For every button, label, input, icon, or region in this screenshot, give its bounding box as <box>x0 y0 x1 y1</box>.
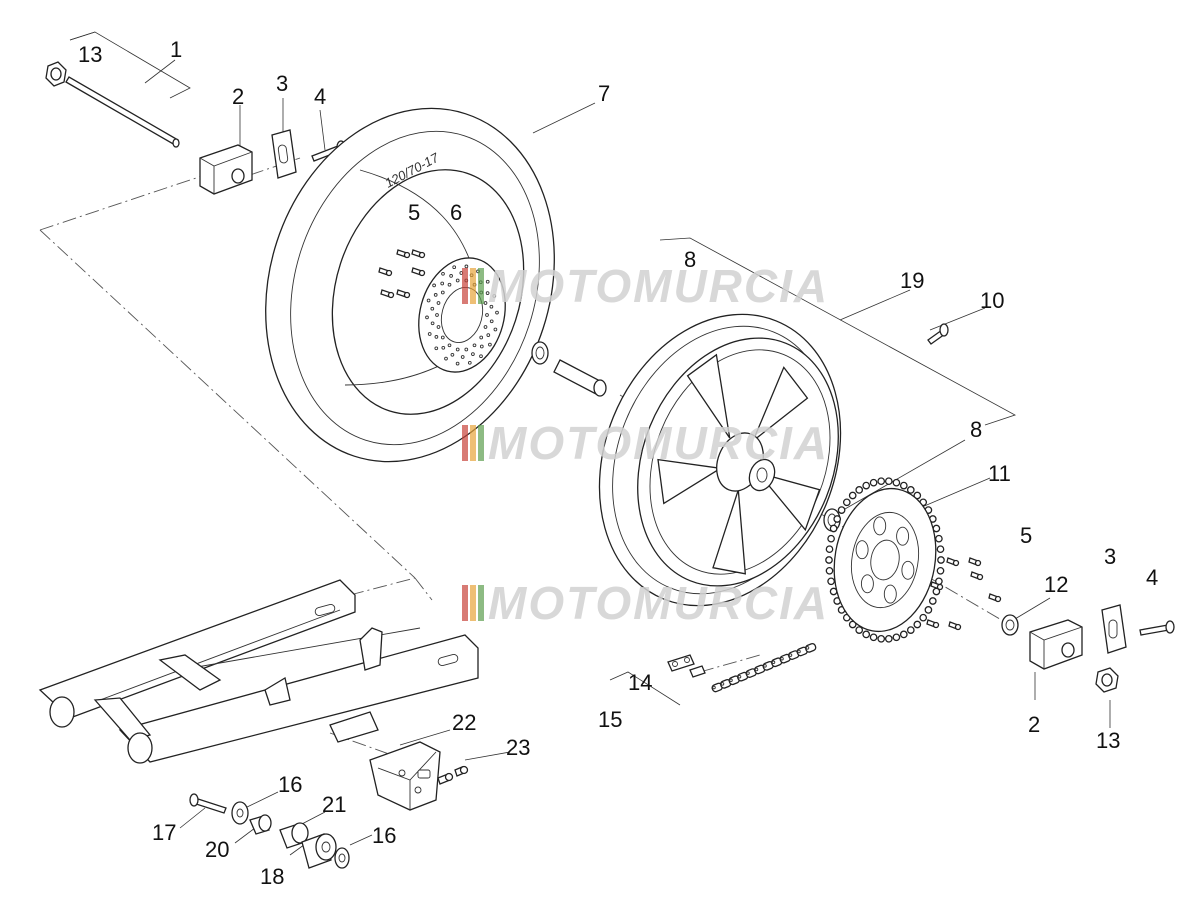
callout-16: 16 <box>372 823 396 848</box>
wheel-axle-sleeve <box>553 359 607 397</box>
swingarm <box>38 579 479 764</box>
callout-2: 2 <box>1028 712 1040 737</box>
callout-4: 4 <box>314 84 326 109</box>
chain-adjuster-left <box>199 144 253 195</box>
tire-valve <box>927 323 949 345</box>
sprocket-bolts <box>926 557 1002 631</box>
adjuster-plate-right <box>1101 604 1127 654</box>
watermark-bottom: MOTOMURCIA <box>462 577 829 629</box>
pivot-washer-left <box>231 801 249 825</box>
axle-nut-left <box>45 61 67 87</box>
callout-22: 22 <box>452 710 476 735</box>
callout-17: 17 <box>152 820 176 845</box>
callout-3: 3 <box>276 71 288 96</box>
rear-sprocket <box>825 477 945 643</box>
callout-7: 7 <box>598 81 610 106</box>
chain-adjuster-right <box>1029 619 1083 670</box>
chain-master-link <box>667 654 706 678</box>
drive-chain <box>711 643 817 693</box>
chain-guide-screws <box>437 765 469 785</box>
adjuster-bolt-right <box>1139 620 1175 636</box>
wheel-spacer-left <box>531 341 549 365</box>
callout-13: 13 <box>78 42 102 67</box>
callout-3: 3 <box>1104 544 1116 569</box>
callout-1: 1 <box>170 37 182 62</box>
callout-6: 6 <box>450 200 462 225</box>
callout-5: 5 <box>408 200 420 225</box>
callout-labels: 13 1 2 3 4 7 5 6 8 19 10 8 11 5 3 4 12 2… <box>78 37 1158 889</box>
watermark-text: MOTOMURCIA <box>488 260 829 312</box>
pivot-bolt <box>189 793 227 814</box>
watermark-text: MOTOMURCIA <box>488 577 829 629</box>
sprocket-spacer <box>1001 614 1019 636</box>
pivot-sleeve <box>279 822 309 849</box>
chain-guide <box>369 741 441 811</box>
pivot-washer-right <box>334 847 350 869</box>
callout-13: 13 <box>1096 728 1120 753</box>
callout-19: 19 <box>900 268 924 293</box>
callout-14: 14 <box>628 670 652 695</box>
callout-5: 5 <box>1020 523 1032 548</box>
callout-15: 15 <box>598 707 622 732</box>
pivot-bearing <box>301 833 337 869</box>
callout-23: 23 <box>506 735 530 760</box>
watermark-middle: MOTOMURCIA <box>462 417 829 469</box>
callout-11: 11 <box>988 461 1011 486</box>
callout-12: 12 <box>1044 572 1068 597</box>
callout-16: 16 <box>278 772 302 797</box>
callout-18: 18 <box>260 864 284 889</box>
watermark-top: MOTOMURCIA <box>462 260 829 312</box>
watermark-text: MOTOMURCIA <box>488 417 829 469</box>
adjuster-plate-left <box>271 129 297 179</box>
axle-nut-right <box>1095 667 1119 693</box>
callout-8: 8 <box>684 247 696 272</box>
disc-bolts-left <box>378 249 426 299</box>
callout-8: 8 <box>970 417 982 442</box>
callout-2: 2 <box>232 84 244 109</box>
callout-20: 20 <box>205 837 229 862</box>
callout-4: 4 <box>1146 565 1158 590</box>
rear-axle <box>65 76 180 148</box>
pivot-bushing <box>249 814 272 835</box>
callout-10: 10 <box>980 288 1004 313</box>
callout-21: 21 <box>322 792 346 817</box>
rear-wheel-rim <box>598 313 842 607</box>
